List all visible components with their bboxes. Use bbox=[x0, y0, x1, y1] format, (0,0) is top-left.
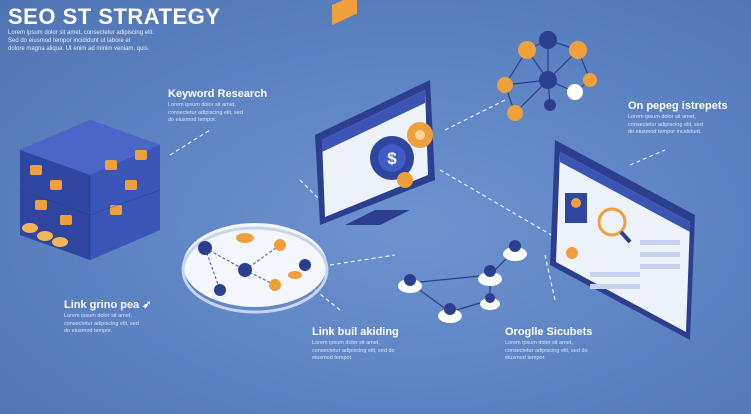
connector-line bbox=[544, 254, 556, 301]
desc-line: consectetur adipiscing elit, sed bbox=[628, 121, 703, 128]
dollar-icon: $ bbox=[387, 149, 397, 168]
search-icon bbox=[597, 207, 627, 237]
network-icon bbox=[497, 31, 597, 121]
arrow-icon bbox=[567, 84, 583, 100]
desc-line: eiusmod tempor. bbox=[505, 355, 546, 361]
section-linkgrino: Link grino pea ➶ Lorem ipsum dolor sit a… bbox=[64, 298, 164, 336]
section-oroglie: Oroglle Sicubets Lorem ipsum dolor sit a… bbox=[505, 326, 605, 363]
desc-line: consectetur adipiscing elit, sed bbox=[64, 320, 139, 327]
desc-line: Lorem ipsum dolor sit amet, bbox=[628, 114, 696, 120]
arrow-icon: ➶ bbox=[142, 299, 152, 311]
desc-line: do eiusmod tempor. bbox=[168, 117, 217, 123]
intro-line: dolore magna aliqua. Ut enim ad minim ve… bbox=[8, 46, 150, 52]
connector-line bbox=[299, 179, 336, 216]
section-onpage: On pepeg istrepets Lorem ipsum dolor sit… bbox=[628, 100, 728, 137]
desc-line: consectetur adipiscing elit, sed do bbox=[505, 347, 588, 354]
intro-line: Lorem ipsum dolor sit amet, consectetur … bbox=[8, 30, 155, 36]
desc-line: do eiusmod tempor. bbox=[64, 328, 113, 334]
desc-line: consectetur adipiscing elit, sed do bbox=[312, 347, 395, 354]
oroglie-label: Oroglle Sicubets bbox=[505, 326, 593, 338]
link-board-icon bbox=[181, 223, 329, 314]
people-network-icon bbox=[398, 240, 527, 323]
gear-icon: $ bbox=[370, 122, 433, 188]
connector-line bbox=[169, 129, 211, 156]
desc-line: Lorem ipsum dolor sit amet, bbox=[168, 102, 236, 108]
connector-line bbox=[314, 289, 341, 311]
desc-line: Lorem ipsum dolor sit amet, bbox=[505, 340, 573, 346]
desc-line: consectetur adipiscing elit, sed bbox=[168, 109, 243, 116]
linkgrino-label: Link grino pea ➶ bbox=[64, 298, 164, 311]
section-keyword: Keyword Research Lorem ipsum dolor sit a… bbox=[168, 88, 268, 125]
keyword-label: Keyword Research bbox=[168, 88, 268, 100]
section-linkbuild: Link buil akiding Lorem ipsum dolor sit … bbox=[312, 326, 412, 363]
desc-line: Lorem ipsum dolor sit amet, bbox=[64, 313, 132, 319]
page-title: SEO ST STRATEGY bbox=[8, 4, 221, 29]
monitor-icon bbox=[315, 0, 435, 225]
connector-line bbox=[329, 254, 396, 266]
desc-line: eiusmod tempor. bbox=[312, 355, 353, 361]
onpage-label: On pepeg istrepets bbox=[628, 100, 728, 112]
desc-line: Lorem ipsum dolor sit amet, bbox=[312, 340, 380, 346]
keyword-cube-icon bbox=[19, 120, 161, 260]
connector-line bbox=[439, 169, 561, 241]
intro-text: Lorem ipsum dolor sit amet, consectetur … bbox=[8, 29, 188, 53]
intro-line: Sed do eiusmod tempor incididunt ut labo… bbox=[8, 38, 131, 44]
linkgrino-label-text: Link grino pea bbox=[64, 299, 143, 311]
connector-line bbox=[629, 149, 666, 166]
connector-line bbox=[444, 99, 506, 131]
desc-line: do eiusmod tempor incididunt. bbox=[628, 129, 702, 135]
linkbuild-label: Link buil akiding bbox=[312, 326, 399, 338]
browser-page-icon bbox=[550, 140, 695, 340]
user-icon bbox=[571, 198, 581, 208]
